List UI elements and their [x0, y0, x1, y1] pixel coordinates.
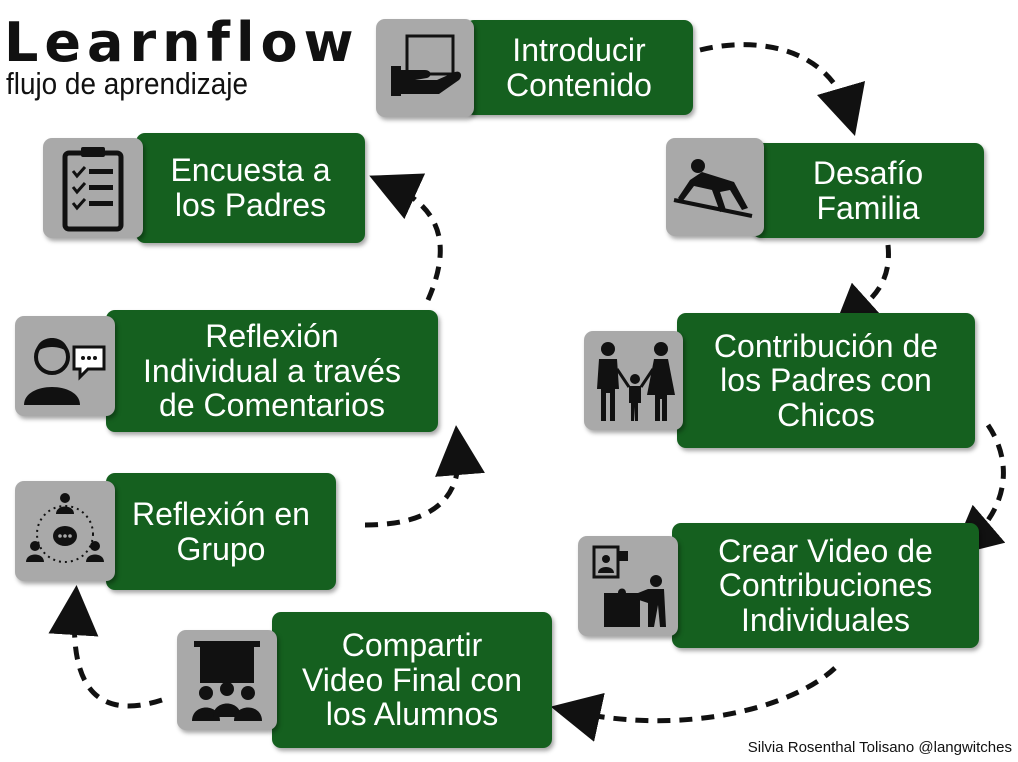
- step-label: Contribución de los Padres con Chicos: [677, 313, 975, 448]
- arrow-4-to-5: [550, 666, 837, 742]
- page-title: Learnflow: [4, 11, 360, 74]
- step-label: Introducir Contenido: [465, 20, 693, 115]
- hand-holding-screen-icon: [376, 19, 474, 117]
- group-discussion-icon: [15, 481, 115, 581]
- step-label: Crear Video de Contribuciones Individual…: [672, 523, 979, 648]
- arrow-5-to-6: [48, 585, 163, 709]
- audience-presentation-icon: [177, 630, 277, 730]
- person-climbing-icon: [666, 138, 764, 236]
- arrow-3-to-4: [951, 423, 1006, 557]
- credit-text: Silvia Rosenthal Tolisano @langwitches: [747, 739, 1012, 756]
- arrow-2-to-3: [831, 244, 891, 335]
- step-label: Desafío Familia: [752, 143, 984, 238]
- arrow-6-to-7: [364, 425, 485, 528]
- arrow-1-to-2: [699, 42, 866, 137]
- arrow-7-to-8: [369, 173, 443, 302]
- step-label: Encuesta a los Padres: [136, 133, 365, 243]
- step-label: Reflexión Individual a través de Comenta…: [106, 310, 438, 432]
- page-subtitle: flujo de aprendizaje: [6, 66, 248, 101]
- video-puzzle-icon: [578, 536, 678, 636]
- clipboard-checklist-icon: [43, 138, 143, 238]
- step-label: Reflexión en Grupo: [106, 473, 336, 590]
- step-label: Compartir Video Final con los Alumnos: [272, 612, 552, 748]
- family-icon: [584, 331, 683, 430]
- person-comment-icon: [15, 316, 115, 416]
